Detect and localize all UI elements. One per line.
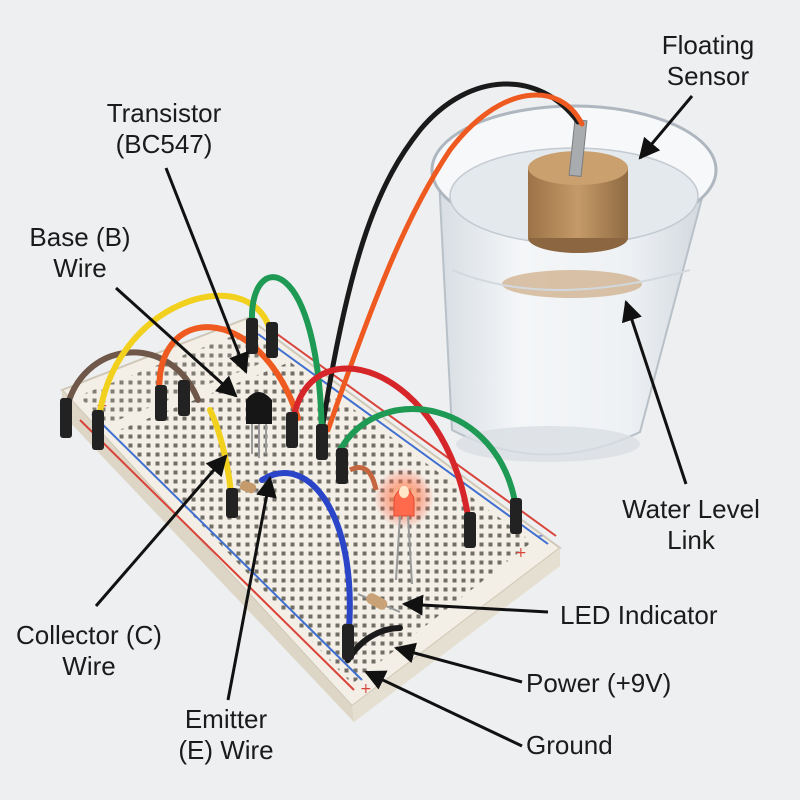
- wire-plug: [510, 498, 522, 534]
- rail-mark: -: [538, 528, 543, 544]
- arrow-led: [401, 594, 549, 616]
- arrow-emitter: [226, 475, 277, 701]
- wire-plug: [226, 488, 238, 518]
- wire-plug: [316, 424, 328, 460]
- resistor-3: [348, 465, 379, 491]
- submerged-cork-reflection: [502, 270, 642, 298]
- wire-plug: [60, 398, 72, 438]
- base-wire-label-line: Base (B): [29, 222, 131, 252]
- led-indicator-label-line: LED Indicator: [560, 600, 718, 630]
- wire-plug: [92, 410, 104, 450]
- orange-wire: [156, 324, 301, 421]
- rail-mark: +: [515, 545, 527, 561]
- wire-plug: [464, 512, 476, 548]
- wire-plugs: [60, 318, 522, 660]
- green-wire-right: [337, 406, 519, 511]
- collector-wire-label-line: Wire: [62, 651, 116, 681]
- led-indicator-label: LED Indicator: [560, 600, 718, 631]
- black-sensor-wire: [319, 81, 581, 433]
- wire-plug: [336, 448, 348, 484]
- arrow-ground: [364, 670, 523, 748]
- callout-arrows: [94, 95, 694, 748]
- power-label: Power (+9V): [526, 668, 671, 699]
- ground-label: Ground: [526, 730, 613, 761]
- wire-plug: [246, 318, 258, 354]
- base-wire-label: Base (B) Wire: [10, 222, 150, 284]
- water-level-link-label: Water Level Link: [606, 494, 776, 556]
- ground-label-line: Ground: [526, 730, 613, 760]
- wire-plug: [286, 412, 298, 448]
- led: [374, 468, 434, 585]
- wire-plug: [266, 322, 278, 358]
- blue-wire: [259, 470, 353, 643]
- base-wire-label-line: Wire: [53, 253, 107, 283]
- emitter-wire-label-line: (E) Wire: [178, 735, 274, 765]
- arrow-collector: [94, 454, 228, 607]
- sensor-cable: [319, 81, 585, 433]
- cork-sensor: [528, 118, 628, 253]
- power-label-line: Power (+9V): [526, 668, 672, 698]
- arrow-floating-sensor: [638, 95, 694, 160]
- rail-mark: +: [360, 681, 372, 697]
- arrow-transistor: [164, 167, 249, 374]
- floating-sensor-label-line: Sensor: [666, 61, 750, 91]
- emitter-wire-label-line: Emitter: [184, 704, 268, 734]
- orange-sensor-wire: [325, 92, 585, 433]
- yellow-wire: [95, 292, 273, 429]
- transistor-label: Transistor (BC547): [84, 98, 244, 160]
- transistor-label-line: (BC547): [115, 129, 213, 159]
- arrow-base: [114, 286, 238, 398]
- wire-plug: [178, 380, 190, 416]
- wire-plug: [342, 624, 354, 660]
- water-cup: [430, 104, 718, 462]
- transistor-body: [246, 392, 272, 458]
- resistor-2: [357, 593, 401, 613]
- water-level-link-label-line: Link: [667, 525, 715, 555]
- red-wire: [289, 365, 473, 533]
- arrow-power: [393, 642, 523, 684]
- floating-sensor-label: Floating Sensor: [638, 30, 778, 92]
- wire-plug: [155, 385, 167, 421]
- emitter-wire-label: Emitter (E) Wire: [156, 704, 296, 766]
- water-level-link-label-line: Water Level: [622, 494, 760, 524]
- transistor-label-line: Transistor: [106, 98, 222, 128]
- floating-sensor-label-line: Floating: [661, 30, 755, 60]
- arrow-water-level: [621, 300, 688, 485]
- collector-wire-label: Collector (C) Wire: [4, 620, 174, 682]
- collector-wire-label-line: Collector (C): [16, 620, 162, 650]
